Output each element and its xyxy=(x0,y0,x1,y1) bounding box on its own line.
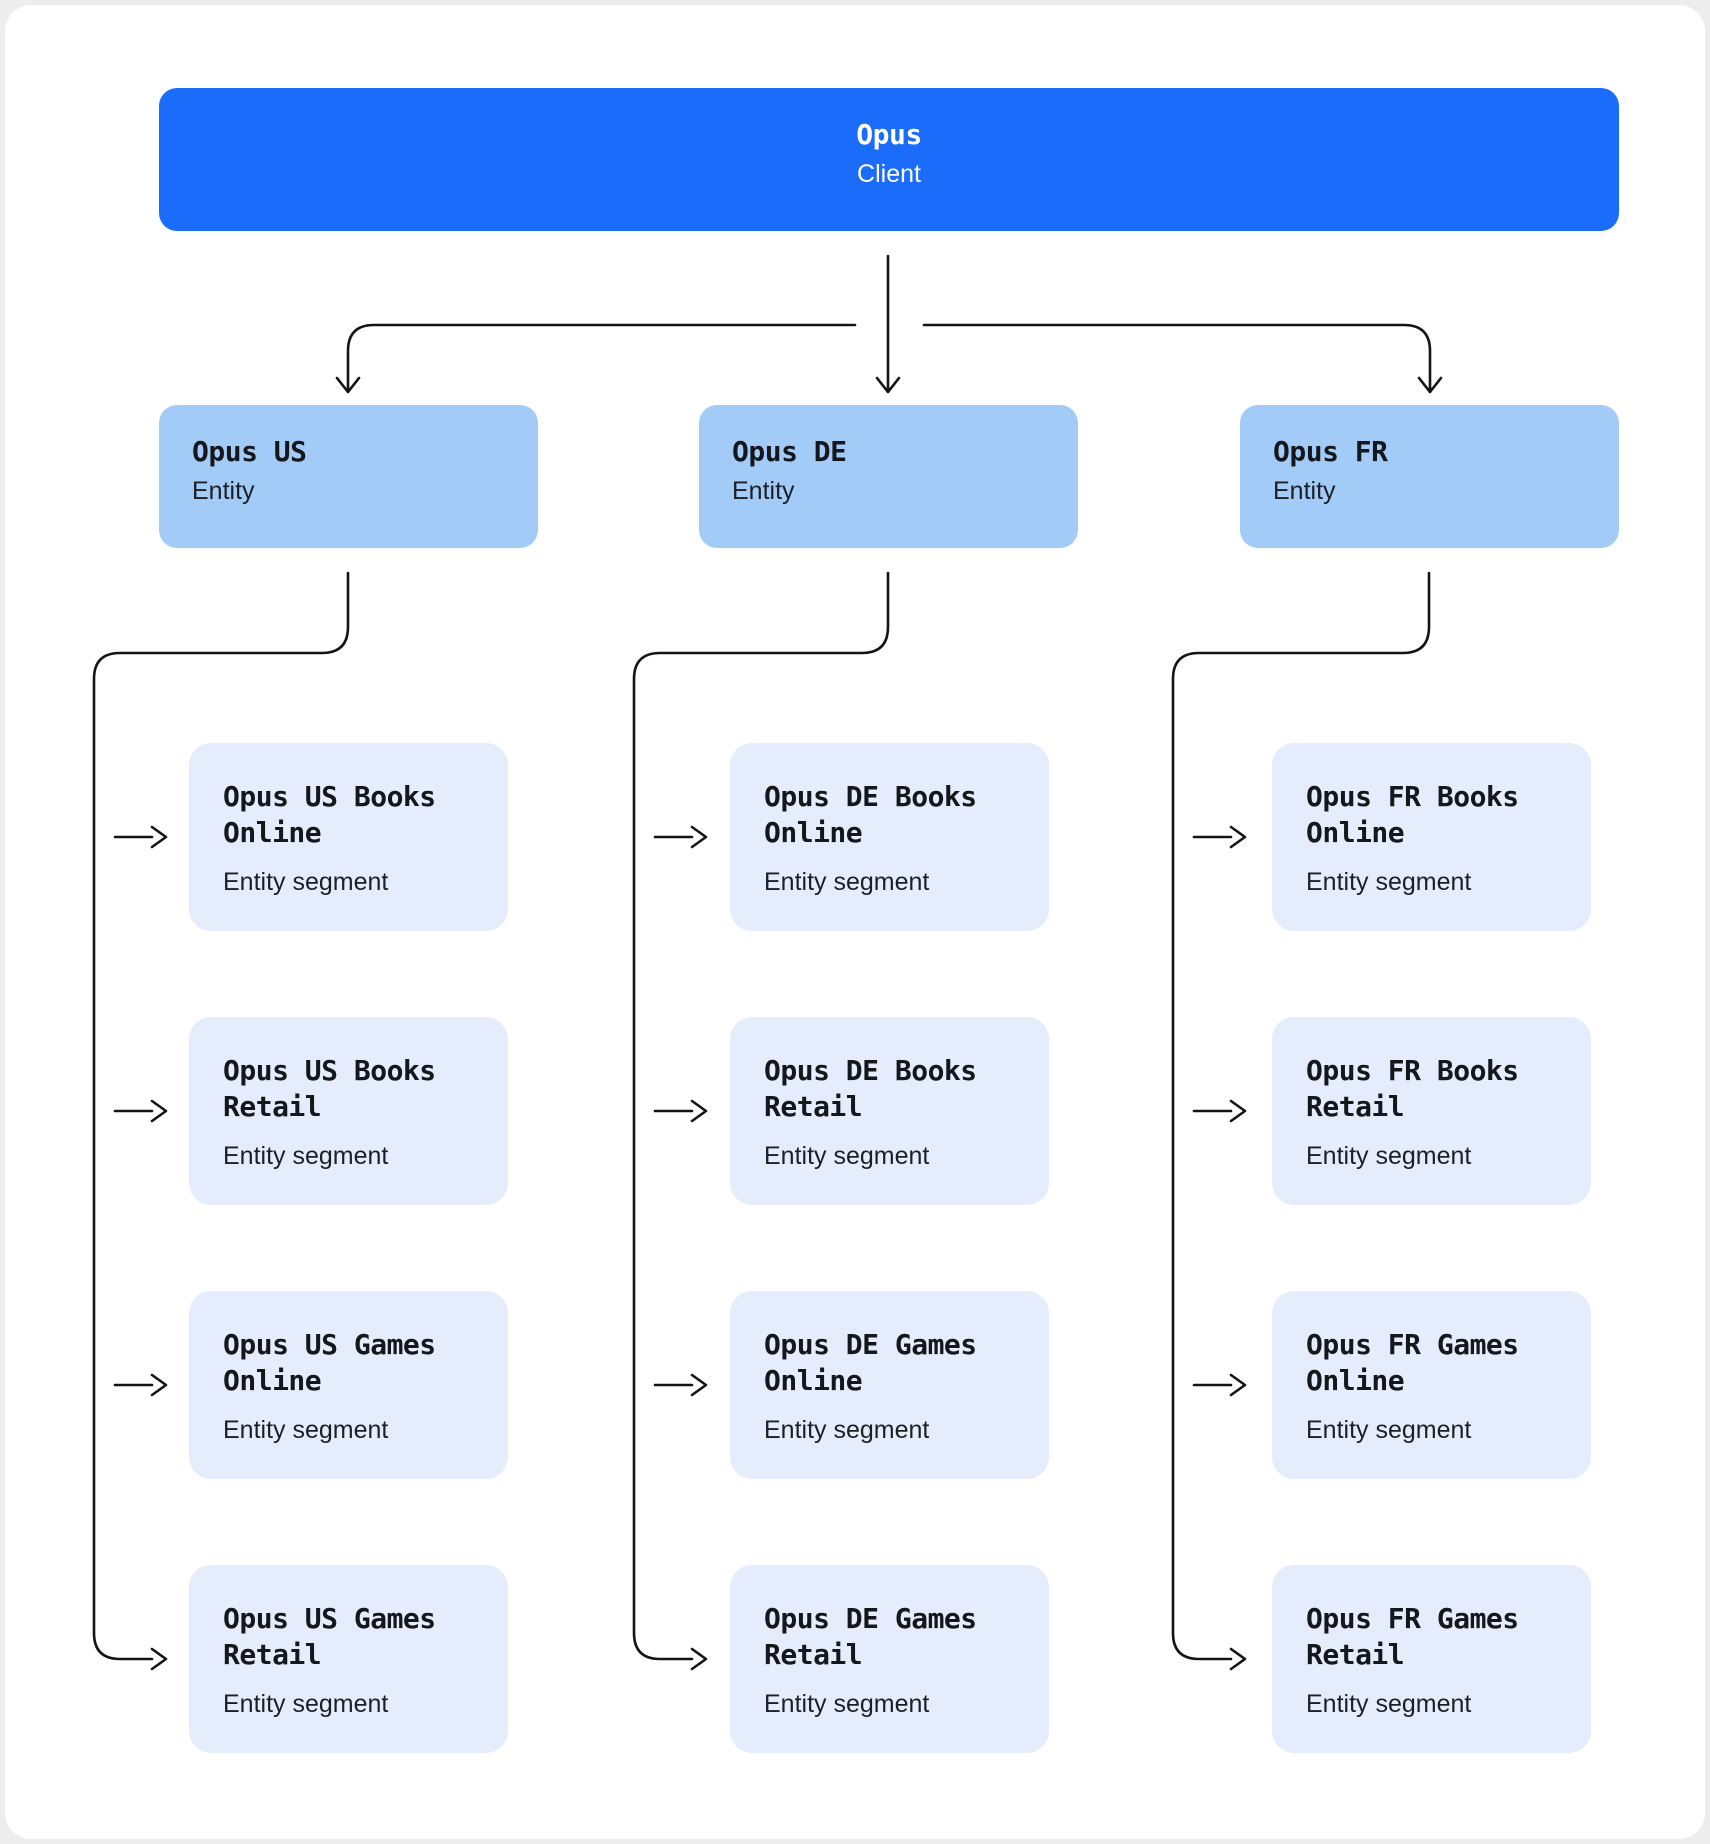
segment-node-opus-us-games-retail[interactable]: Opus US Games Retail Entity segment xyxy=(189,1565,508,1753)
entity-subtitle: Entity xyxy=(192,477,255,505)
segment-node-opus-fr-books-retail[interactable]: Opus FR Books Retail Entity segment xyxy=(1272,1017,1591,1205)
segment-node-opus-de-games-retail[interactable]: Opus DE Games Retail Entity segment xyxy=(730,1565,1049,1753)
segment-title: Opus US Books Online xyxy=(223,780,436,849)
segment-subtitle: Entity segment xyxy=(223,868,389,896)
segment-title: Opus DE Games Online xyxy=(764,1328,977,1397)
segment-title: Opus FR Books Online xyxy=(1306,780,1519,849)
segment-node-opus-de-books-retail[interactable]: Opus DE Books Retail Entity segment xyxy=(730,1017,1049,1205)
segment-subtitle: Entity segment xyxy=(764,1690,930,1718)
segment-node-opus-fr-games-online[interactable]: Opus FR Games Online Entity segment xyxy=(1272,1291,1591,1479)
segment-title: Opus DE Games Retail xyxy=(764,1602,977,1671)
segment-title: Opus DE Books Retail xyxy=(764,1054,977,1123)
segment-title: Opus DE Books Online xyxy=(764,780,977,849)
segment-subtitle: Entity segment xyxy=(764,1142,930,1170)
segment-title: Opus FR Games Retail xyxy=(1306,1602,1519,1671)
segment-title: Opus US Games Retail xyxy=(223,1602,436,1671)
segment-node-opus-de-books-online[interactable]: Opus DE Books Online Entity segment xyxy=(730,743,1049,931)
root-node-title: Opus xyxy=(856,118,922,151)
root-node-subtitle: Client xyxy=(857,160,921,188)
segment-subtitle: Entity segment xyxy=(223,1690,389,1718)
entity-title: Opus FR xyxy=(1273,435,1388,468)
segment-node-opus-de-games-online[interactable]: Opus DE Games Online Entity segment xyxy=(730,1291,1049,1479)
segment-subtitle: Entity segment xyxy=(1306,1416,1472,1444)
segment-subtitle: Entity segment xyxy=(1306,1690,1472,1718)
segment-subtitle: Entity segment xyxy=(223,1142,389,1170)
segment-node-opus-fr-books-online[interactable]: Opus FR Books Online Entity segment xyxy=(1272,743,1591,931)
segment-node-opus-us-books-retail[interactable]: Opus US Books Retail Entity segment xyxy=(189,1017,508,1205)
entity-title: Opus DE xyxy=(732,435,847,468)
segment-node-opus-us-games-online[interactable]: Opus US Games Online Entity segment xyxy=(189,1291,508,1479)
segment-title: Opus US Games Online xyxy=(223,1328,436,1397)
segment-subtitle: Entity segment xyxy=(1306,1142,1472,1170)
segment-subtitle: Entity segment xyxy=(764,868,930,896)
segment-node-opus-us-books-online[interactable]: Opus US Books Online Entity segment xyxy=(189,743,508,931)
segment-subtitle: Entity segment xyxy=(223,1416,389,1444)
segment-subtitle: Entity segment xyxy=(764,1416,930,1444)
segment-title: Opus FR Games Online xyxy=(1306,1328,1519,1397)
entity-subtitle: Entity xyxy=(732,477,795,505)
segment-title: Opus FR Books Retail xyxy=(1306,1054,1519,1123)
entity-node-opus-us[interactable]: Opus US Entity xyxy=(159,405,538,548)
segment-subtitle: Entity segment xyxy=(1306,868,1472,896)
entity-subtitle: Entity xyxy=(1273,477,1336,505)
entity-node-opus-de[interactable]: Opus DE Entity xyxy=(699,405,1078,548)
segment-title: Opus US Books Retail xyxy=(223,1054,436,1123)
entity-title: Opus US xyxy=(192,435,307,468)
root-node-opus[interactable]: Opus Client xyxy=(159,88,1619,231)
segment-node-opus-fr-games-retail[interactable]: Opus FR Games Retail Entity segment xyxy=(1272,1565,1591,1753)
entity-node-opus-fr[interactable]: Opus FR Entity xyxy=(1240,405,1619,548)
